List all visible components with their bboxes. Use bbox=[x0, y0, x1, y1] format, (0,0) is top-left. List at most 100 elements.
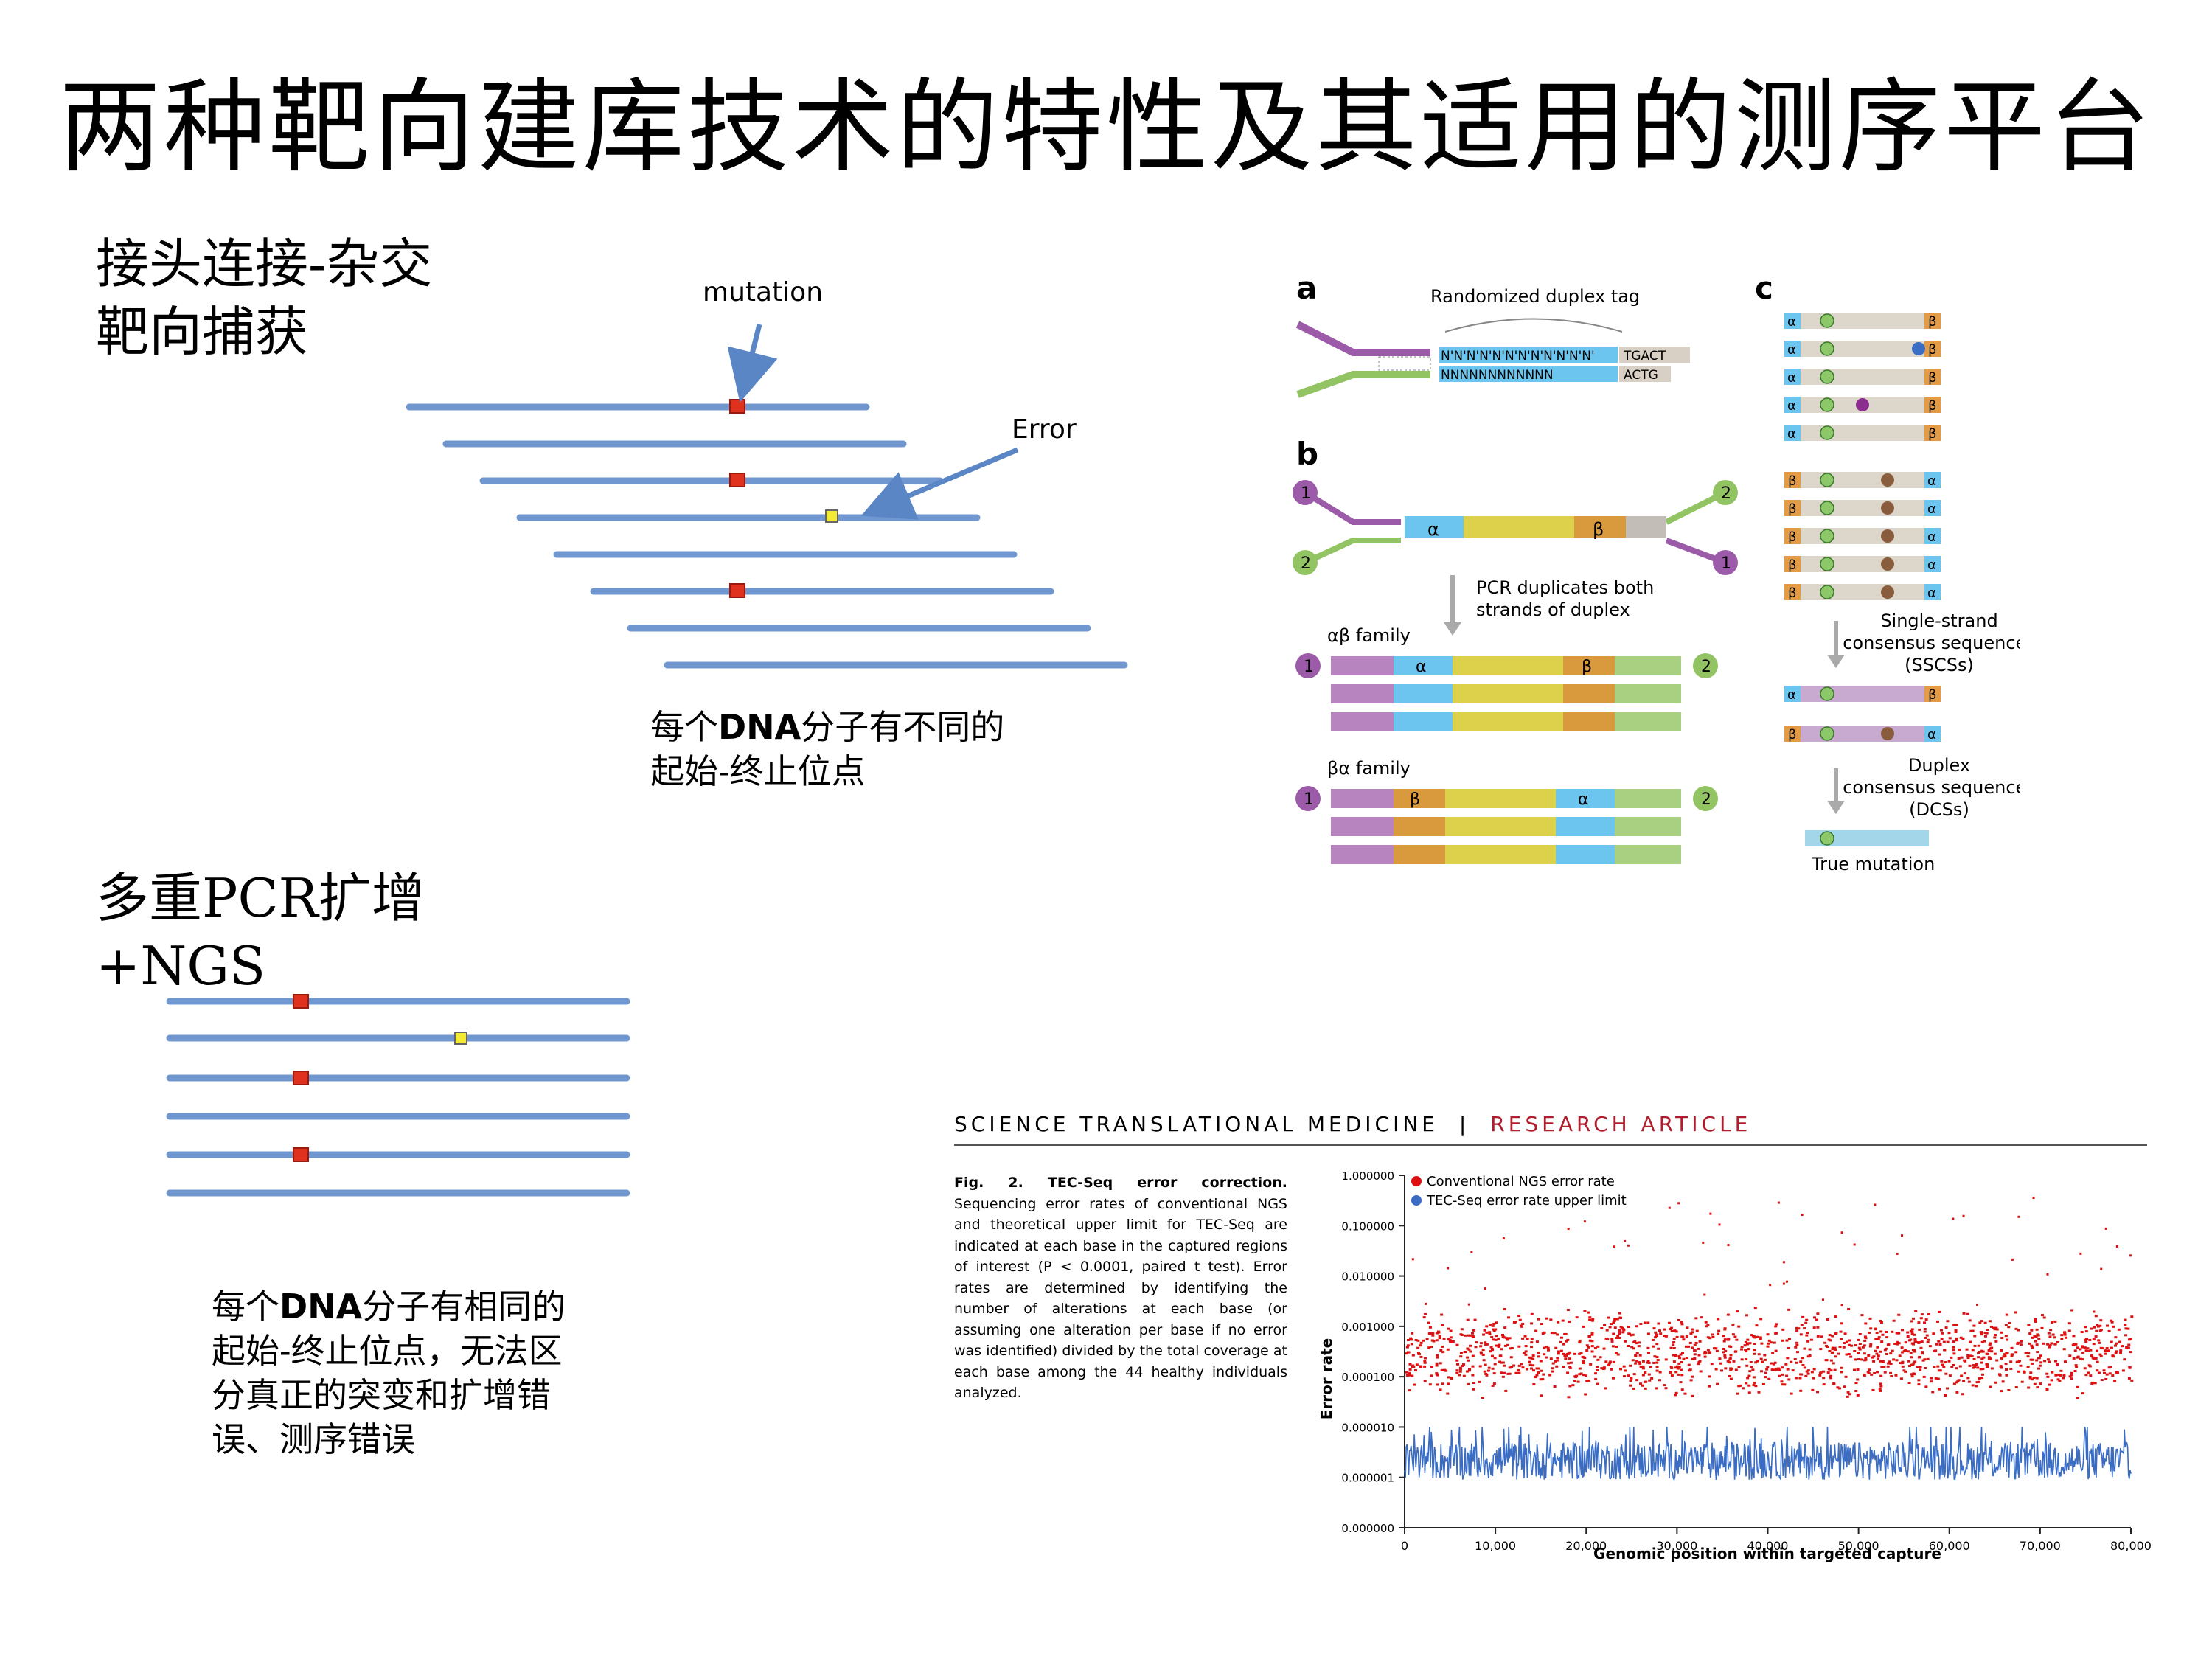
data-point bbox=[1728, 1357, 1732, 1360]
data-point bbox=[1964, 1360, 1967, 1363]
data-point bbox=[1674, 1366, 1677, 1369]
data-point bbox=[1526, 1338, 1529, 1340]
data-point bbox=[1832, 1362, 1835, 1365]
data-point bbox=[1791, 1369, 1795, 1372]
data-point bbox=[1824, 1359, 1828, 1362]
data-point bbox=[1582, 1325, 1585, 1328]
data-point bbox=[2110, 1319, 2113, 1322]
data-point bbox=[1962, 1312, 1966, 1315]
data-point bbox=[1634, 1362, 1638, 1365]
dcs-read bbox=[1805, 830, 1929, 846]
data-point bbox=[2000, 1337, 2004, 1340]
data-point bbox=[1980, 1350, 1984, 1353]
data-point bbox=[1578, 1352, 1582, 1355]
data-point bbox=[1825, 1344, 1829, 1347]
data-point bbox=[2004, 1368, 2008, 1371]
data-point bbox=[1627, 1244, 1630, 1247]
data-point bbox=[1573, 1380, 1577, 1382]
data-point bbox=[2084, 1374, 2088, 1377]
data-point bbox=[2045, 1372, 2049, 1375]
data-point bbox=[1718, 1357, 1722, 1360]
data-point bbox=[1912, 1362, 1916, 1365]
data-point bbox=[1669, 1328, 1672, 1331]
data-point bbox=[1488, 1332, 1492, 1335]
data-point bbox=[1973, 1344, 1977, 1347]
data-point bbox=[1556, 1357, 1559, 1360]
data-point bbox=[1599, 1356, 1602, 1359]
data-point bbox=[1607, 1363, 1611, 1366]
data-point bbox=[2097, 1339, 2101, 1342]
data-point bbox=[1491, 1384, 1495, 1387]
data-point bbox=[1419, 1366, 1423, 1368]
data-point bbox=[1414, 1338, 1418, 1341]
data-point bbox=[2008, 1321, 2011, 1324]
data-point bbox=[2062, 1348, 2066, 1351]
data-point bbox=[1858, 1348, 1862, 1351]
data-point bbox=[1631, 1359, 1635, 1362]
data-point bbox=[1537, 1367, 1540, 1370]
data-point bbox=[1514, 1371, 1518, 1374]
data-point bbox=[1484, 1372, 1488, 1375]
data-point bbox=[2036, 1351, 2039, 1354]
legend-label: TEC-Seq error rate upper limit bbox=[1426, 1193, 1627, 1208]
data-point bbox=[1422, 1339, 1425, 1342]
error-rate-chart: 0.0000000.0000010.0000100.0001000.001000… bbox=[1318, 1169, 2152, 1562]
data-point bbox=[1578, 1341, 1582, 1344]
num-label: 1 bbox=[1304, 790, 1314, 809]
data-point bbox=[1900, 1351, 1904, 1354]
data-point bbox=[2033, 1335, 2037, 1338]
data-point bbox=[1691, 1394, 1694, 1397]
data-point bbox=[1466, 1347, 1470, 1350]
data-point bbox=[1831, 1348, 1834, 1351]
data-point bbox=[1611, 1377, 1615, 1380]
data-point bbox=[1430, 1346, 1433, 1349]
data-point bbox=[1983, 1332, 1987, 1335]
data-point bbox=[1932, 1332, 1935, 1335]
data-point bbox=[1591, 1318, 1595, 1321]
data-point bbox=[1428, 1326, 1432, 1329]
alpha-label: α bbox=[1427, 519, 1439, 540]
data-point bbox=[2063, 1331, 2067, 1334]
data-point bbox=[1806, 1372, 1810, 1375]
data-point bbox=[1490, 1354, 1494, 1357]
data-point bbox=[1466, 1356, 1470, 1359]
alpha-label: α bbox=[1927, 473, 1936, 489]
data-point bbox=[1910, 1342, 1914, 1345]
data-point bbox=[1522, 1352, 1526, 1354]
data-point bbox=[1674, 1354, 1677, 1357]
data-point bbox=[1435, 1339, 1439, 1342]
data-point bbox=[1867, 1331, 1871, 1334]
y-tick-label: 0.001000 bbox=[1341, 1321, 1394, 1334]
beta-label: β bbox=[1788, 501, 1797, 517]
data-point bbox=[1772, 1363, 1775, 1366]
data-point bbox=[1408, 1363, 1412, 1366]
data-point bbox=[1655, 1369, 1659, 1372]
data-point bbox=[1641, 1384, 1644, 1387]
data-point bbox=[1777, 1367, 1781, 1370]
data-point bbox=[1923, 1328, 1927, 1331]
data-point bbox=[1988, 1343, 1992, 1346]
dcs-label-line3: (DCSs) bbox=[1909, 799, 1969, 820]
data-point bbox=[1878, 1389, 1882, 1392]
data-point bbox=[1746, 1342, 1750, 1345]
data-point bbox=[1827, 1368, 1831, 1371]
data-point bbox=[1795, 1343, 1799, 1346]
data-point bbox=[1677, 1355, 1681, 1358]
data-point bbox=[1646, 1360, 1650, 1363]
data-point bbox=[2028, 1375, 2032, 1378]
data-point bbox=[1590, 1345, 1594, 1348]
data-point bbox=[1961, 1393, 1965, 1396]
data-point bbox=[2048, 1360, 2051, 1363]
data-point bbox=[1803, 1327, 1806, 1330]
data-point bbox=[1971, 1384, 1975, 1387]
data-point bbox=[1997, 1373, 2001, 1376]
data-point bbox=[1731, 1323, 1735, 1326]
data-point bbox=[1849, 1355, 1853, 1358]
data-point bbox=[1440, 1313, 1444, 1316]
data-point bbox=[1886, 1365, 1890, 1368]
data-point bbox=[1458, 1374, 1461, 1377]
num-label: 1 bbox=[1301, 484, 1311, 503]
data-point bbox=[2050, 1379, 2053, 1382]
y-tick-label: 0.000001 bbox=[1341, 1472, 1394, 1485]
data-point bbox=[1415, 1363, 1419, 1366]
